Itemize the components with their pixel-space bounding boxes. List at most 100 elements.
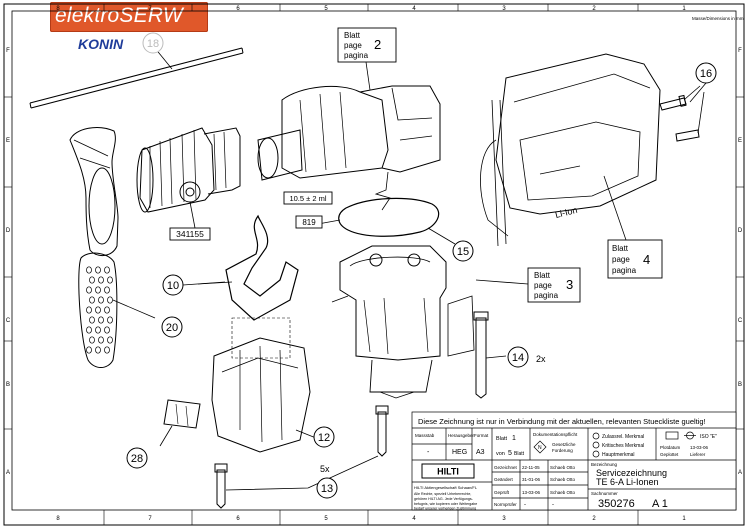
hilti-logo: HILTI bbox=[437, 467, 459, 477]
grip-dot bbox=[89, 296, 95, 304]
top-tick-label: 5 bbox=[324, 6, 328, 12]
svg-text:Zulassrel. Merkmal: Zulassrel. Merkmal bbox=[602, 434, 644, 440]
svg-text:Dokumentationspflicht: Dokumentationspflicht bbox=[533, 432, 578, 437]
side-tick-label: A bbox=[738, 470, 742, 476]
callout-number: 15 bbox=[457, 246, 469, 258]
sheet-ref-page-4: Blatt page pagina 4 bbox=[603, 175, 663, 279]
grip-dot bbox=[95, 266, 101, 274]
grip-dot bbox=[104, 326, 110, 334]
rod-part bbox=[29, 41, 244, 109]
callout-number: 12 bbox=[318, 432, 330, 444]
side-tick-label: D bbox=[738, 228, 743, 234]
sheet-ref-label: pagina bbox=[344, 51, 369, 60]
side-tick-label: B bbox=[6, 382, 10, 388]
svg-text:31-01-06: 31-01-06 bbox=[522, 477, 541, 482]
svg-text:5: 5 bbox=[508, 450, 512, 457]
revision: A 1 bbox=[652, 498, 668, 510]
sheet-ref-page-2: Blatt page pagina 2 bbox=[337, 27, 397, 91]
callout-number: 16 bbox=[700, 68, 712, 80]
side-tick-label: E bbox=[738, 138, 742, 144]
svg-text:-: - bbox=[552, 502, 554, 508]
bottom-tick-label: 2 bbox=[592, 516, 596, 522]
grip-dot bbox=[95, 346, 101, 354]
svg-text:Kritisches Merkmal: Kritisches Merkmal bbox=[602, 443, 644, 449]
qty-14: 2x bbox=[536, 354, 546, 364]
bottom-tick-label: 5 bbox=[324, 516, 328, 522]
grip-dot bbox=[95, 306, 101, 314]
svg-text:ISO "E": ISO "E" bbox=[700, 434, 717, 440]
top-tick-label: 1 bbox=[682, 6, 686, 12]
spring-wire-part bbox=[197, 214, 299, 321]
bottom-tick-label: 1 bbox=[682, 516, 686, 522]
top-tick-label: 2 bbox=[592, 6, 596, 12]
svg-text:Alle Rechte, speziell Urheberr: Alle Rechte, speziell Urheberrechte, bbox=[414, 492, 471, 496]
drawing-subtitle: TE 6-A Li-Ionen bbox=[596, 477, 659, 487]
drawing-title: Servicezeichnung bbox=[596, 468, 667, 478]
gear-housing-part bbox=[257, 85, 441, 211]
grip-dot bbox=[95, 326, 101, 334]
callout-circle bbox=[507, 346, 529, 368]
svg-text:13-03-06: 13-03-06 bbox=[690, 445, 709, 450]
side-tick-label: E bbox=[6, 138, 10, 144]
bottom-tick-label: 6 bbox=[236, 516, 240, 522]
grip-dot bbox=[107, 296, 113, 304]
svg-text:Bezeichnung: Bezeichnung bbox=[591, 462, 618, 467]
grease-amount-box: 10.5 ± 2 ml bbox=[283, 191, 333, 205]
screws-13 bbox=[214, 405, 389, 509]
side-tick-label: C bbox=[6, 318, 11, 324]
grip-dot bbox=[86, 346, 92, 354]
motor-housing-part bbox=[331, 245, 475, 399]
sheet-ref-number: 2 bbox=[374, 37, 381, 52]
callout-number: 28 bbox=[131, 453, 143, 465]
svg-text:HEG: HEG bbox=[452, 449, 467, 456]
grip-dot bbox=[107, 316, 113, 324]
sheet-ref-label: page bbox=[534, 281, 552, 290]
part-number: 350276 bbox=[598, 498, 635, 510]
grip-dot bbox=[86, 306, 92, 314]
sheet-ref-label: pagina bbox=[534, 291, 559, 300]
grip-dot bbox=[104, 306, 110, 314]
grip-dot bbox=[95, 286, 101, 294]
bottom-tick-label: 4 bbox=[412, 516, 416, 522]
svg-text:819: 819 bbox=[302, 218, 316, 227]
svg-text:Geändert: Geändert bbox=[494, 477, 514, 482]
grip-dot bbox=[98, 296, 104, 304]
grip-dot bbox=[89, 336, 95, 344]
svg-text:befugnis, wie kopieren oder We: befugnis, wie kopieren oder Weitergabe bbox=[414, 502, 477, 506]
sheet-ref-number: 4 bbox=[643, 252, 650, 267]
sheet-ref-label: Blatt bbox=[344, 31, 361, 40]
svg-text:Normprüfer: Normprüfer bbox=[494, 502, 517, 507]
svg-text:Gesetzliche: Gesetzliche bbox=[552, 442, 576, 447]
title-block: Diese Zeichnung ist nur in Verbindung mi… bbox=[411, 411, 737, 511]
svg-text:1: 1 bbox=[512, 435, 516, 442]
svg-text:Gezeichnet: Gezeichnet bbox=[494, 465, 518, 470]
n-badge: N bbox=[538, 445, 542, 451]
sheet-ref-page-3: Blatt page pagina 3 bbox=[475, 267, 581, 303]
callout-number: 20 bbox=[166, 322, 178, 334]
elektroserw-logo: elektroSERW bbox=[50, 2, 208, 32]
side-handle-part bbox=[69, 127, 156, 368]
svg-text:Massstab: Massstab bbox=[415, 433, 435, 438]
grip-dot bbox=[98, 316, 104, 324]
side-tick-label: F bbox=[6, 48, 10, 54]
top-tick-label: 8 bbox=[56, 6, 60, 12]
svg-text:Geplottet: Geplottet bbox=[660, 452, 679, 457]
battery-housing-part bbox=[480, 53, 661, 247]
sheet-ref-label: Blatt bbox=[534, 271, 551, 280]
svg-text:341155: 341155 bbox=[176, 229, 204, 239]
city-label: KONIN bbox=[78, 36, 124, 52]
dimension-note: Masse/Dimensions in mm bbox=[692, 16, 744, 21]
grip-dot bbox=[86, 326, 92, 334]
grip-dot bbox=[104, 346, 110, 354]
svg-text:Schaeb Otto: Schaeb Otto bbox=[550, 477, 576, 482]
o-ring-part bbox=[317, 197, 440, 237]
drawing-notice: Diese Zeichnung ist nur in Verbindung mi… bbox=[418, 417, 706, 426]
svg-text:bedarf unserer vorherigen Zust: bedarf unserer vorherigen Zustimmung bbox=[414, 507, 476, 511]
side-tick-label: B bbox=[738, 382, 742, 388]
grip-dot bbox=[98, 336, 104, 344]
screws-16 bbox=[659, 85, 705, 142]
svg-text:Herausgeber: Herausgeber bbox=[448, 433, 475, 438]
callout-number: 18 bbox=[147, 38, 159, 50]
